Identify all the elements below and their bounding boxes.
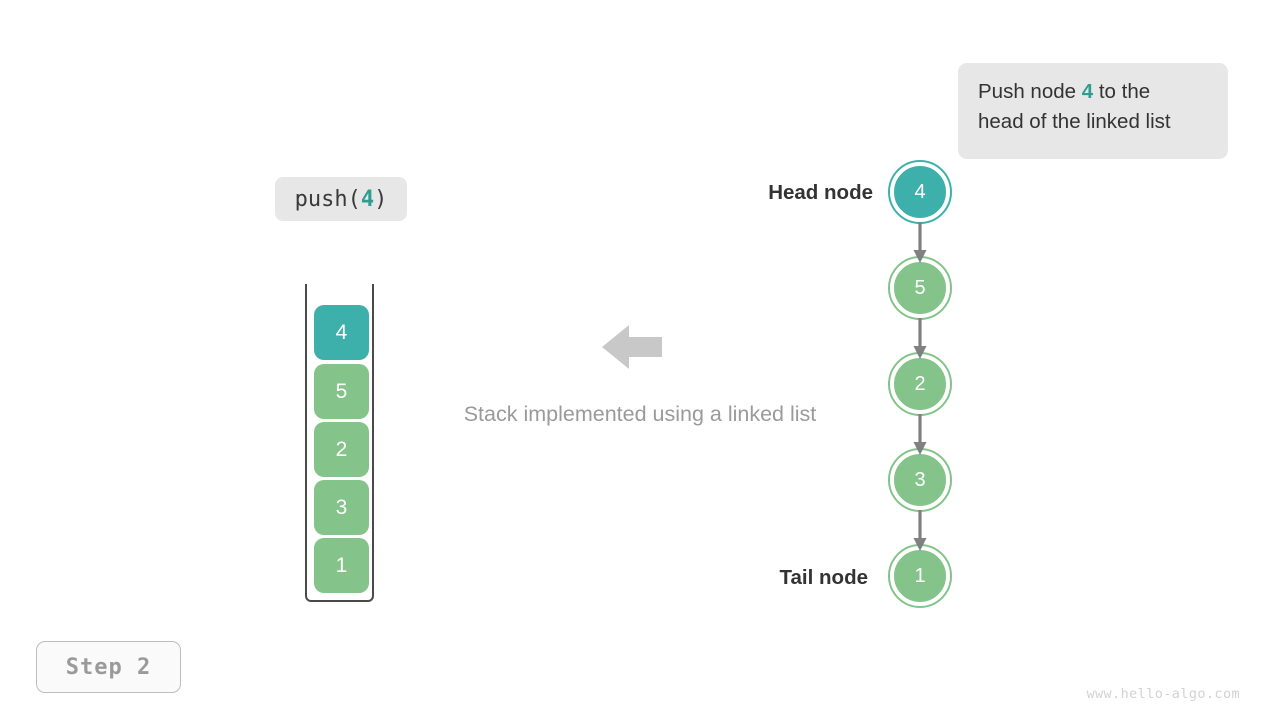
operation-name: push (294, 186, 348, 212)
linked-list-node-4-value: 4 (914, 180, 926, 203)
head-node-label: Head node (768, 181, 873, 204)
stack-cell-1: 5 (314, 364, 369, 419)
description-box: Push node 4 to the head of the linked li… (958, 63, 1228, 159)
link-arrow-4-to-5-icon (913, 222, 927, 263)
linked-list-node-2-value: 2 (914, 372, 926, 395)
description-line-2: head of the linked list (978, 110, 1171, 133)
stack-cell-4-value: 1 (335, 553, 348, 577)
stack-cell-3-value: 3 (335, 495, 348, 519)
linked-list-node-5-value: 5 (914, 276, 926, 299)
stack-cell-1-value: 5 (335, 379, 348, 403)
diagram-caption: Stack implemented using a linked list (463, 402, 817, 426)
linked-list-node-1-value: 1 (914, 564, 926, 587)
operation-argument: 4 (360, 186, 375, 212)
link-arrow-3-to-1-icon (913, 510, 927, 551)
operation-label: push(4) (275, 177, 407, 221)
stack-cell-4: 1 (314, 538, 369, 593)
stack-cell-2: 2 (314, 422, 369, 477)
linked-list-node-2: 2 (888, 352, 952, 416)
linked-list-node-4: 4 (888, 160, 952, 224)
description-prefix: Push node (978, 80, 1082, 103)
linked-list-node-5: 5 (888, 256, 952, 320)
description-suffix: to the (1093, 80, 1151, 103)
linked-list-node-3-value: 3 (914, 468, 926, 491)
step-badge: Step 2 (36, 641, 181, 693)
flow-arrow-icon (602, 325, 662, 369)
stack-cell-3: 3 (314, 480, 369, 535)
tail-node-label: Tail node (779, 566, 868, 589)
operation-close-paren: ) (374, 186, 388, 212)
stack-cell-0-value: 4 (335, 320, 348, 344)
stack-cell-2-value: 2 (335, 437, 348, 461)
linked-list-node-3: 3 (888, 448, 952, 512)
operation-open-paren: ( (347, 186, 361, 212)
description-value: 4 (1081, 80, 1094, 103)
stack-cell-0: 4 (314, 305, 369, 360)
stack-container: 4 5 2 3 1 (305, 284, 374, 602)
link-arrow-5-to-2-icon (913, 318, 927, 359)
watermark: www.hello-algo.com (1086, 686, 1240, 702)
link-arrow-2-to-3-icon (913, 414, 927, 455)
linked-list-node-1: 1 (888, 544, 952, 608)
description-line-1: Push node 4 to the (978, 80, 1150, 103)
